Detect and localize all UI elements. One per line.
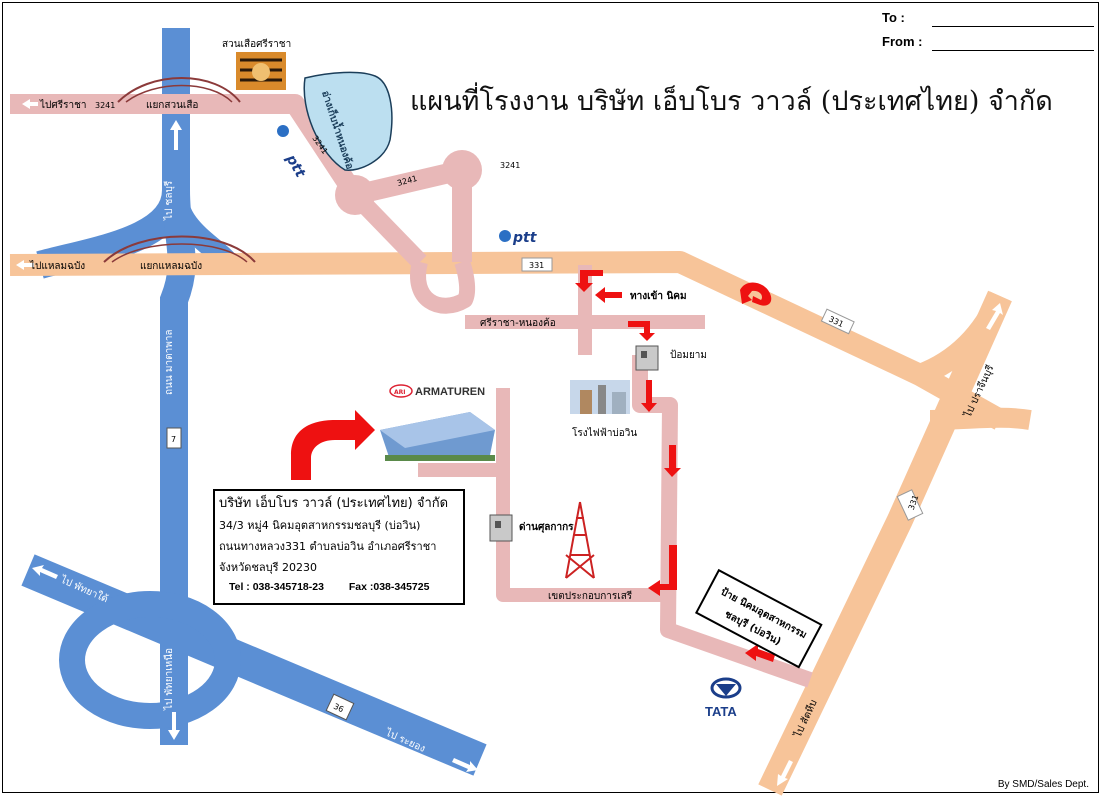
arrow-left-icon <box>745 644 775 662</box>
company-name: บริษัท เอ็บโบร วาวล์ (ประเทศไทย) จำกัด <box>219 496 449 511</box>
pink-road-network <box>10 94 813 688</box>
overpass-laem-chabang <box>103 235 256 263</box>
tata-logo-icon <box>710 677 742 699</box>
credit-text: By SMD/Sales Dept. <box>997 779 1089 790</box>
arrow-left-icon <box>16 260 34 270</box>
route-3241-tag: 3241 <box>95 101 115 110</box>
guard-post-label: ป้อมยาม <box>670 349 707 361</box>
turn-arrow-icon <box>648 545 677 596</box>
company-contact: Tel : 038-345718-23 Fax :038-345725 <box>219 578 459 596</box>
company-tel: Tel : 038-345718-23 <box>229 581 324 593</box>
ari-logo-icon <box>389 384 413 398</box>
arrow-down-left-icon <box>777 760 793 786</box>
to-label: To : <box>882 10 905 25</box>
company-address-line2: ถนนทางหลวง331 ตำบลบ่อวิน อำเภอศรีราชา <box>219 540 437 553</box>
map-title: แผนที่โรงงาน บริษัท เอ็บโบร วาวล์ (ประเท… <box>410 82 1053 117</box>
tiger-zoo-marker: สวนเสือศรีราชา <box>222 38 291 90</box>
to-field-line <box>932 26 1094 27</box>
route-7-tag: 7 <box>171 435 176 444</box>
ptt-label: ptt <box>282 151 309 181</box>
to-sriracha-label: ไปศรีราชา <box>39 99 86 111</box>
estate-sign-board <box>694 568 823 669</box>
ptt-logo-2: ptt <box>499 230 538 246</box>
u-turn-arrow-icon <box>740 282 772 306</box>
company-fax: Fax :038-345725 <box>348 581 430 593</box>
arrow-left-icon <box>595 287 622 303</box>
arrow-down-icon <box>168 712 180 740</box>
telecom-tower <box>565 501 595 579</box>
turn-arrow-icon <box>628 321 655 341</box>
from-field-line <box>932 50 1094 51</box>
arrow-up-icon <box>170 120 182 150</box>
blue-road-network <box>21 28 487 776</box>
arrow-right-icon <box>452 758 478 772</box>
sriracha-nongkho-label: ศรีราชา-หนองค้อ <box>480 317 556 329</box>
overpass-suan-suea <box>117 77 241 103</box>
route-arrows-red <box>291 270 775 662</box>
to-laem-chabang-label: ไปแหลมฉบัง <box>29 260 85 272</box>
turn-arrow-icon <box>575 270 603 292</box>
tata-label: TATA <box>705 704 737 719</box>
tata-logo: TATA <box>705 677 742 719</box>
junction-suan-suea-label: แยกสวนเสือ <box>146 99 198 111</box>
armaturen-factory: ARI ARMATUREN <box>380 384 495 461</box>
to-chonburi-label: ไป ชลบุรี <box>163 180 175 221</box>
route-331-tag: 331 <box>529 261 544 270</box>
sukhumvit-label: ถนน มาตาพาล <box>164 329 175 395</box>
big-turn-arrow-icon <box>291 410 375 480</box>
company-info-box: บริษัท เอ็บโบร วาวล์ (ประเทศไทย) จำกัด 3… <box>213 489 465 605</box>
power-plant-label: โรงไฟฟ้าบ่อวิน <box>572 426 637 439</box>
roundabout-3241-west <box>335 175 375 215</box>
armaturen-label: ARMATUREN <box>415 386 485 398</box>
ptt-logo-icon <box>277 125 289 137</box>
company-address-line3: จังหวัดชลบุรี 20230 <box>219 561 317 574</box>
arrow-left-icon <box>22 99 38 109</box>
ari-logo-text: ARI <box>394 389 406 396</box>
arrow-up-right-icon <box>986 303 1003 330</box>
company-address-line1: 34/3 หมู่4 นิคมอุตสาหกรรมชลบุรี (บ่อวิน) <box>219 519 421 532</box>
customs-label: ด่านศุลกากร <box>519 521 574 533</box>
power-plant-marker: โรงไฟฟ้าบ่อวิน <box>570 380 637 439</box>
direction-arrows-white <box>16 99 1003 786</box>
arrow-down-icon <box>664 445 681 477</box>
route-3241-tag: 3241 <box>500 161 520 170</box>
tiger-zoo-label: สวนเสือศรีราชา <box>222 38 291 50</box>
guard-post-marker: ป้อมยาม <box>635 345 707 371</box>
roundabout-3241-east <box>442 150 482 190</box>
route-36-tag: 36 <box>332 702 345 714</box>
from-label: From : <box>882 34 923 49</box>
reservoir-shape <box>303 71 393 171</box>
orange-road-network <box>9 251 1032 796</box>
telecom-tower-icon <box>565 501 595 579</box>
junction-laem-chabang-label: แยกแหลมฉบัง <box>140 261 202 272</box>
arrow-down-icon <box>641 380 657 412</box>
free-zone-label: เขตประกอบการเสรี <box>548 590 633 602</box>
ptt-label: ptt <box>512 230 538 246</box>
arrow-left-icon <box>32 565 58 579</box>
customs-marker: ด่านศุลกากร <box>489 514 574 542</box>
to-pattaya-north-label: ไป พัทยาเหนือ <box>163 648 175 711</box>
estate-entrance-label: ทางเข้า นิคม <box>630 290 687 302</box>
ptt-logo-icon <box>499 230 511 242</box>
